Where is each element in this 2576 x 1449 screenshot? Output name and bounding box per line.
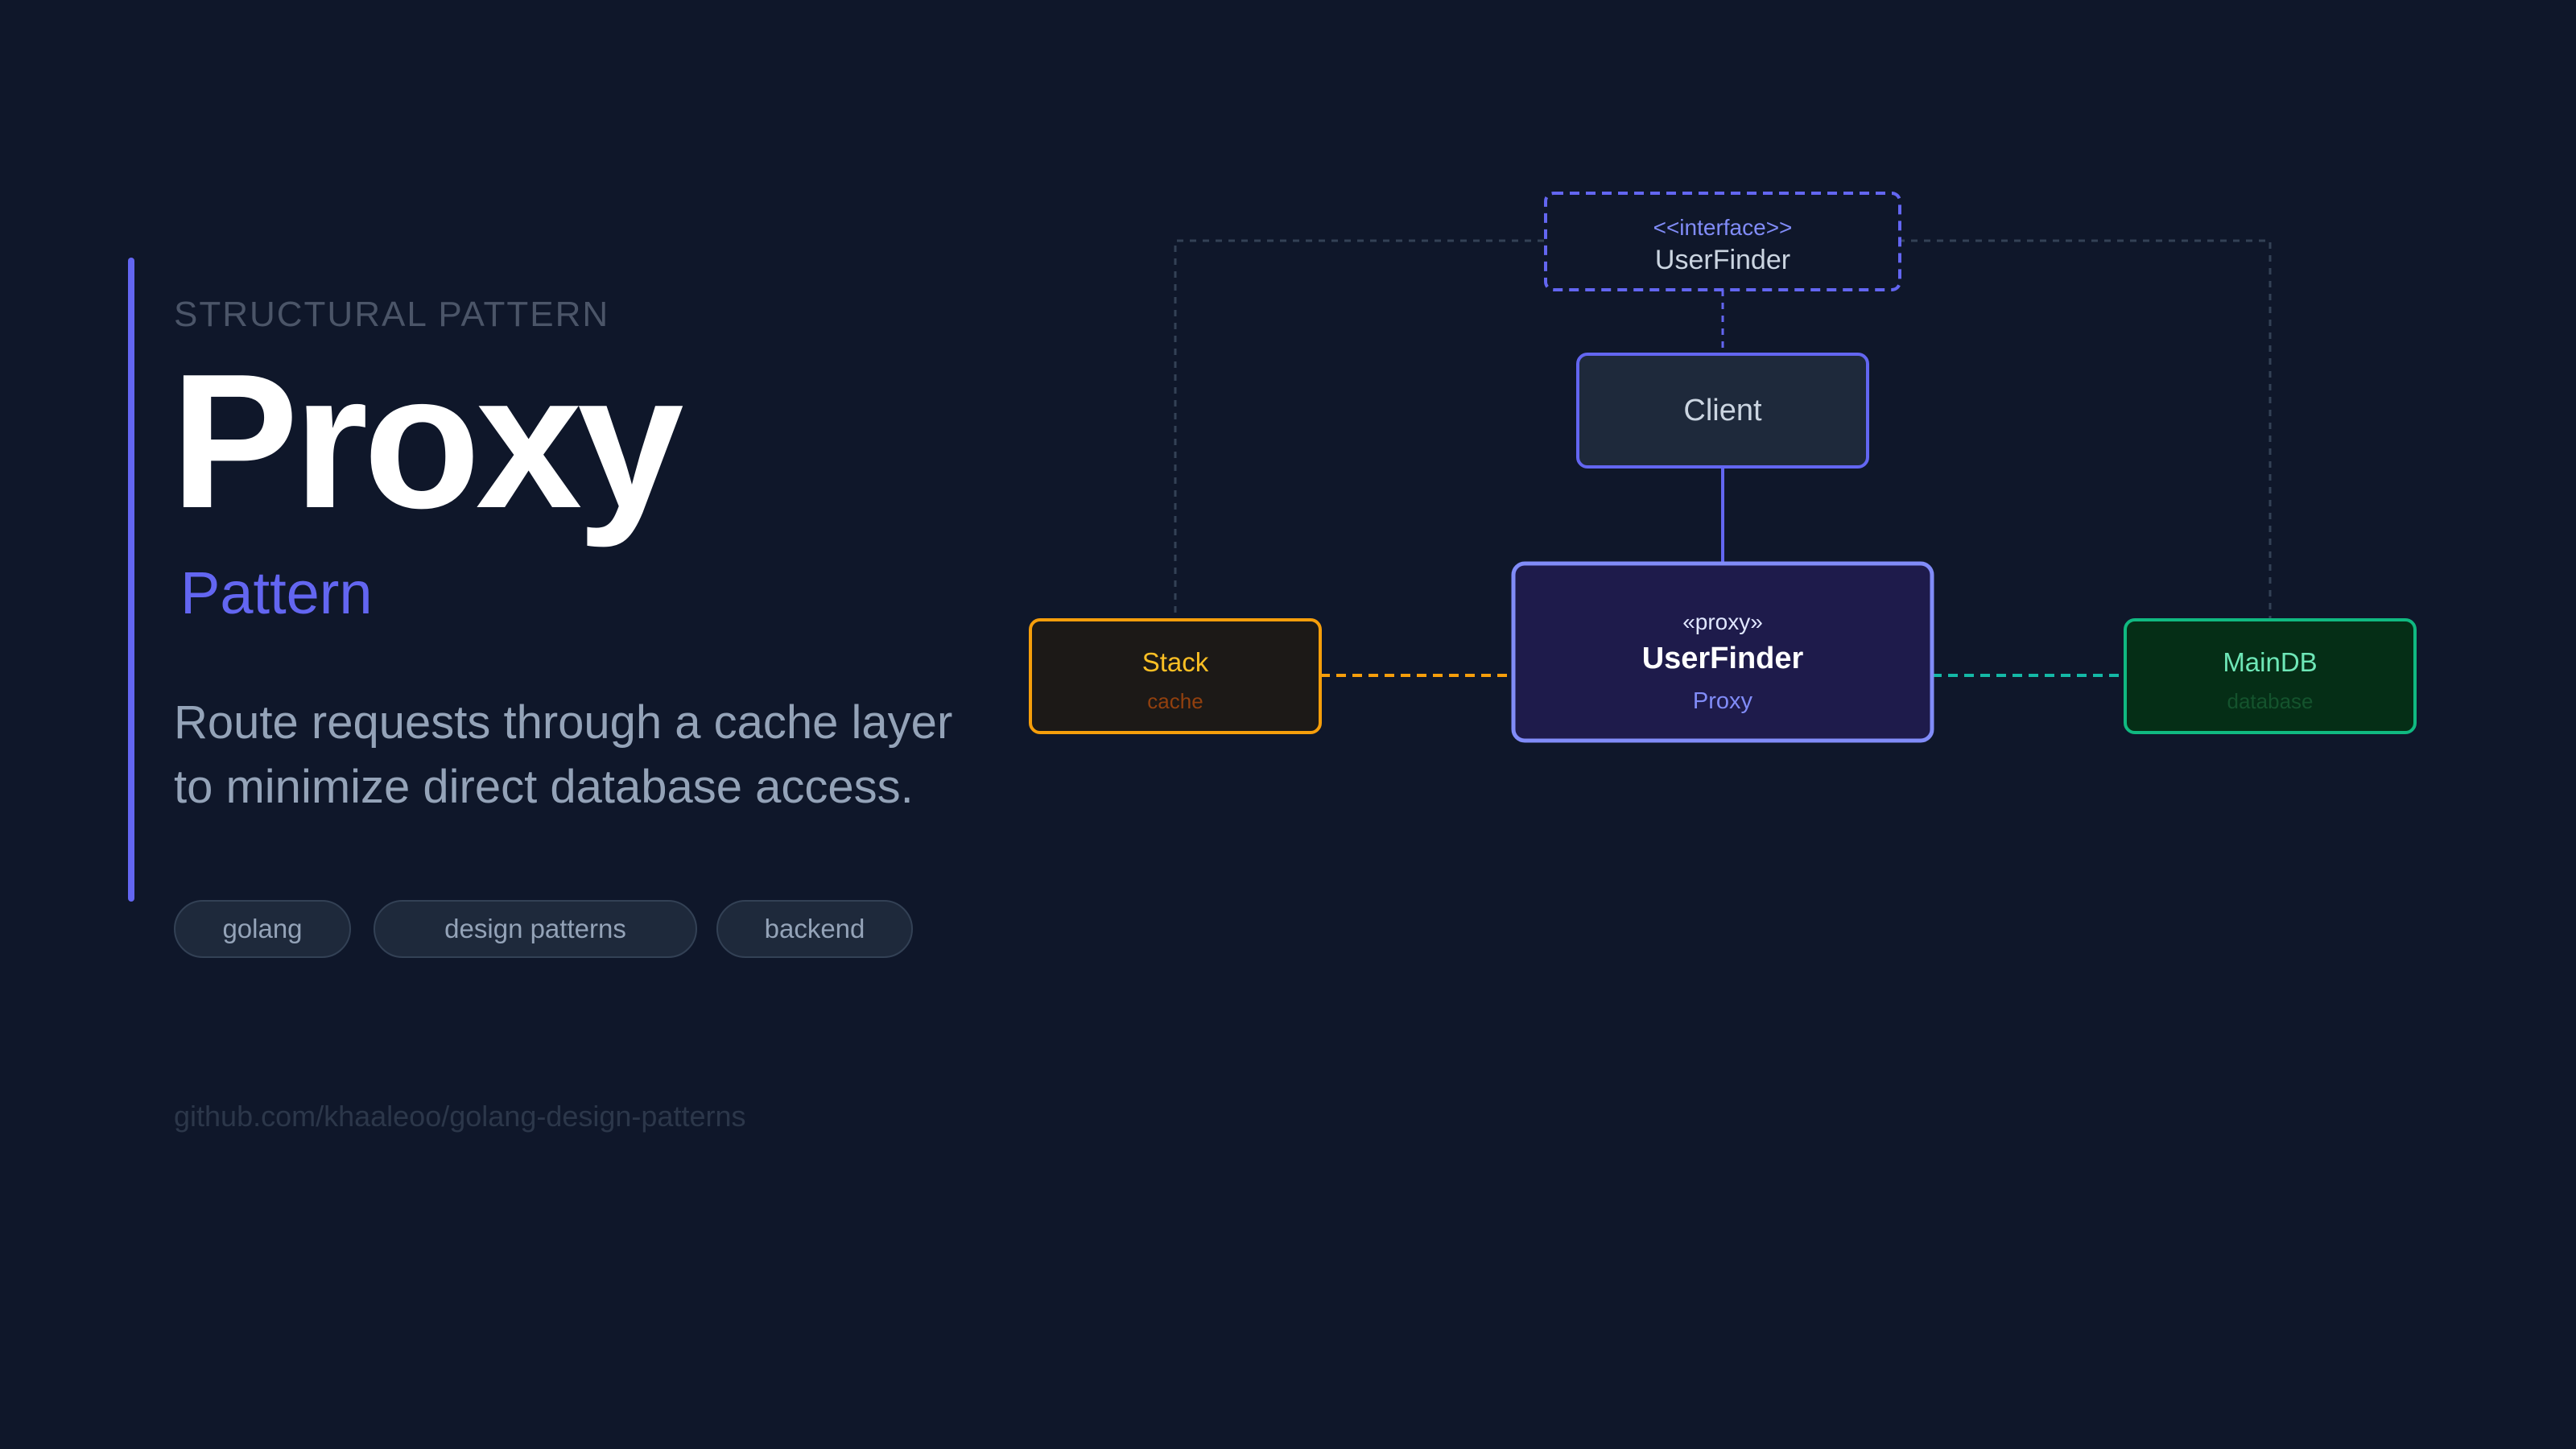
description-line-2: to minimize direct database access. — [174, 761, 914, 813]
proxy-name: UserFinder — [1642, 642, 1804, 675]
proxy-stereotype: «proxy» — [1682, 609, 1763, 634]
cache-role: cache — [1147, 689, 1203, 713]
database-name: MainDB — [2223, 647, 2317, 677]
pattern-category: STRUCTURAL PATTERN — [174, 295, 610, 334]
proxy-role: Proxy — [1693, 688, 1753, 714]
page-title: Proxy — [171, 335, 683, 548]
client-node: Client — [1576, 353, 1869, 469]
repo-link[interactable]: github.com/khaaleoo/golang-design-patter… — [174, 1100, 746, 1133]
description-line-1: Route requests through a cache layer — [174, 696, 953, 749]
interface-to-database-connector — [1898, 239, 2272, 620]
interface-node: <<interface>> UserFinder — [1544, 192, 1901, 291]
interface-name: UserFinder — [1655, 245, 1790, 275]
cache-node: Stack cache — [1029, 618, 1322, 734]
tag-design-patterns[interactable]: design patterns — [374, 900, 697, 958]
database-role: database — [2227, 689, 2314, 713]
tag-backend[interactable]: backend — [716, 900, 913, 958]
cache-name: Stack — [1142, 647, 1209, 677]
client-box — [1576, 353, 1869, 469]
pattern-description: Route requests through a cache layer to … — [174, 691, 1027, 819]
accent-bar — [128, 258, 134, 902]
interface-stereotype: <<interface>> — [1653, 215, 1793, 240]
proxy-box — [1511, 561, 1934, 743]
page-subtitle: Pattern — [180, 559, 373, 626]
tag-golang[interactable]: golang — [174, 900, 351, 958]
proxy-node: «proxy» UserFinder Proxy — [1511, 561, 1934, 743]
database-box — [2124, 618, 2417, 734]
client-label: Client — [1683, 394, 1762, 427]
interface-to-cache-connector — [1174, 239, 1544, 620]
cache-box — [1029, 618, 1322, 734]
interface-box — [1544, 192, 1901, 291]
database-node: MainDB database — [2124, 618, 2417, 734]
